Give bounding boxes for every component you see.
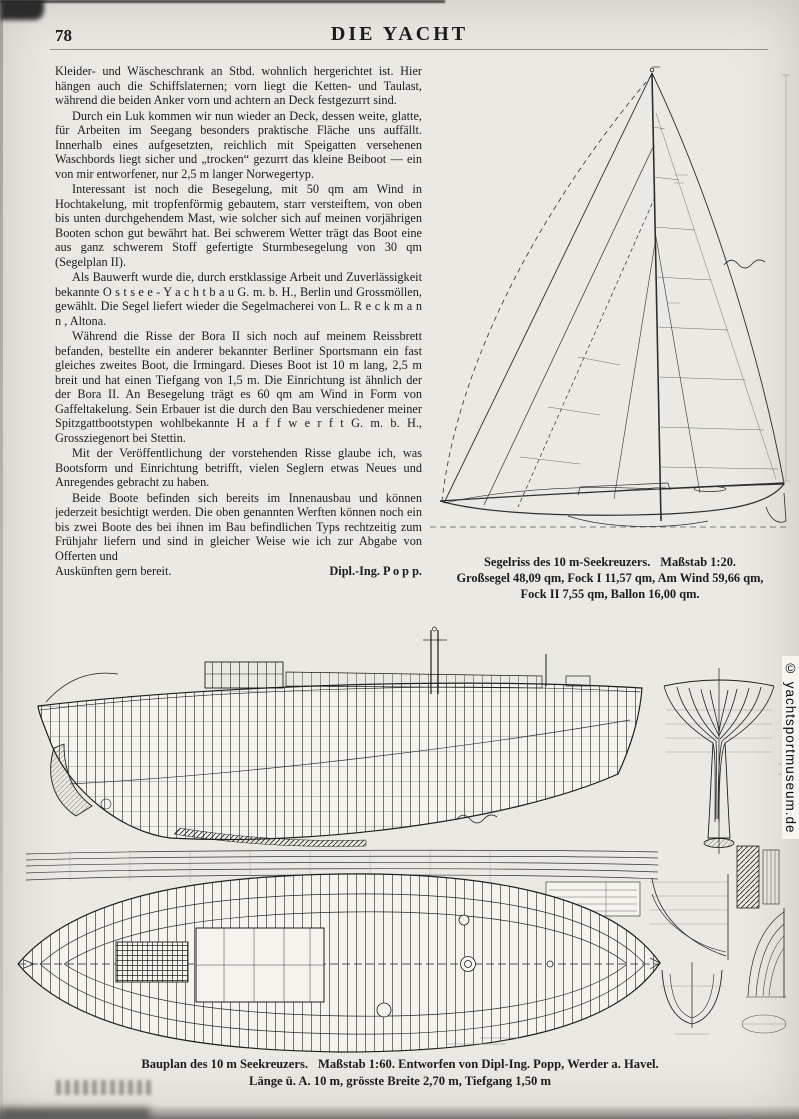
paragraph: Interessant ist noch die Besegelung, mit… bbox=[55, 182, 422, 269]
author-signature: Dipl.-Ing. P o p p. bbox=[329, 564, 422, 578]
scan-edge-top bbox=[0, 0, 445, 3]
paragraph: Mit der Veröffentlichung der vorstehende… bbox=[55, 446, 422, 489]
article-closing-line: Auskünften gern bereit. Dipl.-Ing. P o p… bbox=[55, 564, 422, 579]
hull-plan-view-drawing bbox=[17, 873, 661, 1053]
watermark-text: © yachtsportmuseum.de bbox=[782, 656, 799, 839]
sailplan-caption-areas-2: Fock II 7,55 qm, Ballon 16,00 qm. bbox=[520, 587, 700, 601]
paragraph: Kleider- und Wäscheschrank an Stbd. wohn… bbox=[55, 64, 422, 107]
page-number: 78 bbox=[55, 26, 72, 45]
page-title: DIE YACHT bbox=[330, 23, 469, 45]
paragraph: Beide Boote befinden sich bereits im Inn… bbox=[55, 490, 422, 563]
scan-edge-bottom bbox=[0, 1105, 799, 1119]
detail-sections-drawing bbox=[650, 845, 787, 1035]
sailplan-caption-areas-1: Großsegel 48,09 qm, Fock I 11,57 qm, Am … bbox=[456, 571, 764, 585]
scan-edge-left bbox=[0, 0, 3, 1119]
hull-profile-drawing bbox=[37, 626, 643, 847]
paragraph: Während die Risse der Bora II sich noch … bbox=[55, 329, 422, 445]
scan-corner-mark bbox=[0, 0, 44, 20]
sailplan-caption-scale: Maßstab 1:20. bbox=[660, 555, 737, 569]
construction-plan-drawing bbox=[17, 626, 787, 1053]
closing-text: Auskünften gern bereit. bbox=[55, 564, 172, 578]
scan-smudge bbox=[56, 1080, 152, 1095]
paragraph: Als Bauwerft wurde die, durch erstklassi… bbox=[55, 270, 422, 328]
bauplan-caption-dimensions: Länge ü. A. 10 m, grösste Breite 2,70 m,… bbox=[249, 1074, 551, 1088]
body-plan-drawing bbox=[663, 668, 786, 854]
article-text-column: Kleider- und Wäscheschrank an Stbd. wohn… bbox=[55, 64, 422, 638]
bauplan-caption-title: Bauplan des 10 m Seekreuzers. bbox=[141, 1057, 308, 1071]
sailplan-caption: Segelriss des 10 m-Seekreuzers. Maßstab 1… bbox=[428, 554, 792, 602]
sailplan-caption-title: Segelriss des 10 m-Seekreuzers. bbox=[483, 555, 651, 569]
bauplan-caption-details: Maßstab 1:60. Entworfen von Dipl-Ing. Po… bbox=[318, 1057, 659, 1071]
paragraph: Durch ein Luk kommen wir nun wieder an D… bbox=[55, 108, 422, 181]
header-rule bbox=[50, 49, 768, 50]
bauplan-caption: Bauplan des 10 m Seekreuzers. Maßstab 1:6… bbox=[58, 1056, 742, 1090]
sail-plan-drawing bbox=[430, 66, 790, 528]
